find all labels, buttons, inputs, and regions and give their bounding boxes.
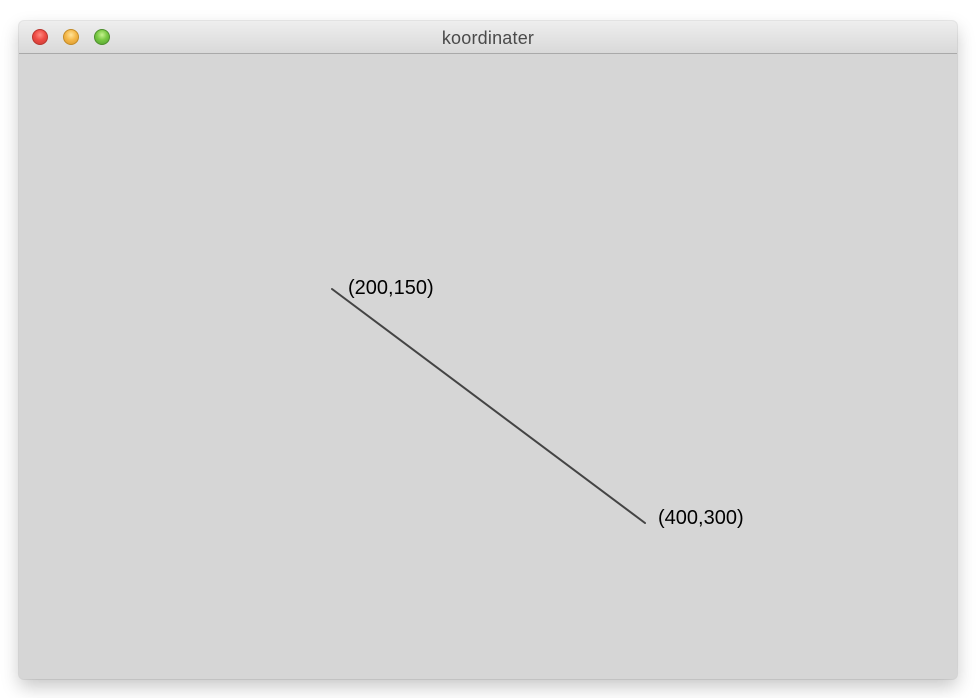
start-coordinate-label: (200,150): [348, 277, 434, 299]
drawn-line: [331, 288, 646, 524]
zoom-icon[interactable]: [94, 29, 110, 45]
drawing-canvas[interactable]: (200,150) (400,300): [19, 54, 957, 679]
close-icon[interactable]: [32, 29, 48, 45]
app-window: koordinater (200,150) (400,300): [19, 21, 957, 679]
window-title: koordinater: [441, 28, 535, 48]
end-coordinate-label: (400,300): [658, 507, 744, 529]
line-drawing: [331, 288, 646, 524]
title-bar[interactable]: koordinater: [19, 21, 957, 54]
minimize-icon[interactable]: [63, 29, 79, 45]
